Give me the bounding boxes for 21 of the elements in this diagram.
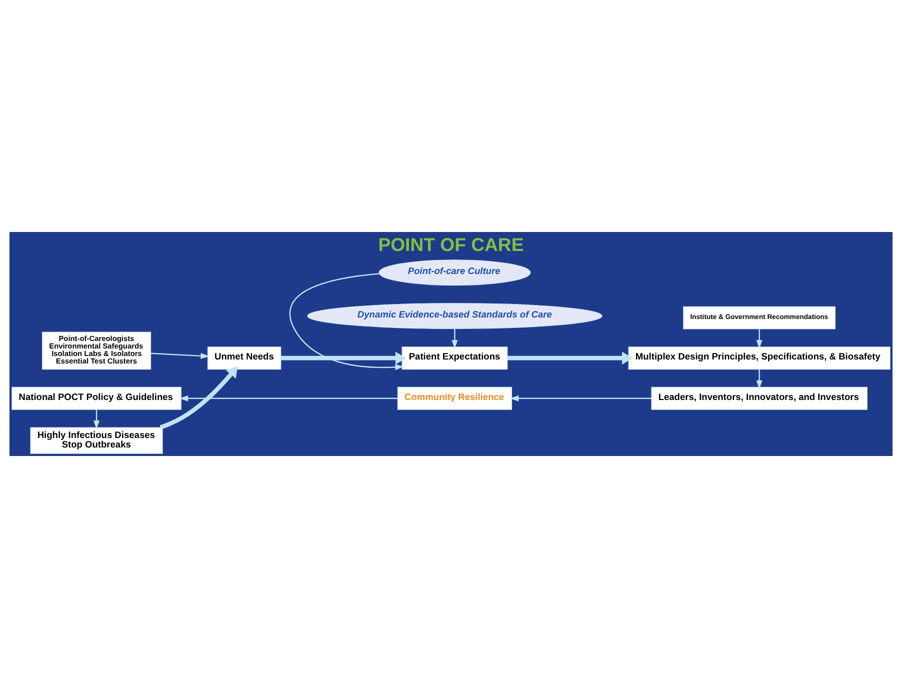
node-box: Multiplex Design Principles, Specifications, & Biosafety: [628, 346, 890, 370]
arrow: [288, 273, 404, 370]
arrow: [509, 395, 651, 402]
arrow: [451, 328, 458, 349]
arrow: [159, 366, 238, 430]
node-box: Highly Infectious Diseases Stop Outbreaks: [30, 427, 162, 454]
arrow: [150, 352, 209, 359]
arrow: [756, 329, 762, 349]
arrow: [178, 395, 397, 402]
node-box: Unmet Needs: [206, 346, 281, 370]
node-ellipse: Dynamic Evidence-based Standards of Care: [306, 302, 602, 329]
node-ellipse: Point-of-care Culture: [378, 260, 530, 286]
arrow: [756, 369, 762, 390]
node-box: Patient Expectations: [401, 346, 508, 370]
node-box: Community Resilience: [396, 386, 512, 410]
node-box: National POCT Policy & Guidelines: [11, 386, 181, 410]
diagram-title: POINT OF CARE: [378, 234, 524, 256]
arrow: [280, 352, 406, 365]
arrow: [92, 410, 100, 430]
node-box: Leaders, Inventors, Innovators, and Investors: [650, 386, 867, 410]
arrow: [506, 352, 632, 365]
